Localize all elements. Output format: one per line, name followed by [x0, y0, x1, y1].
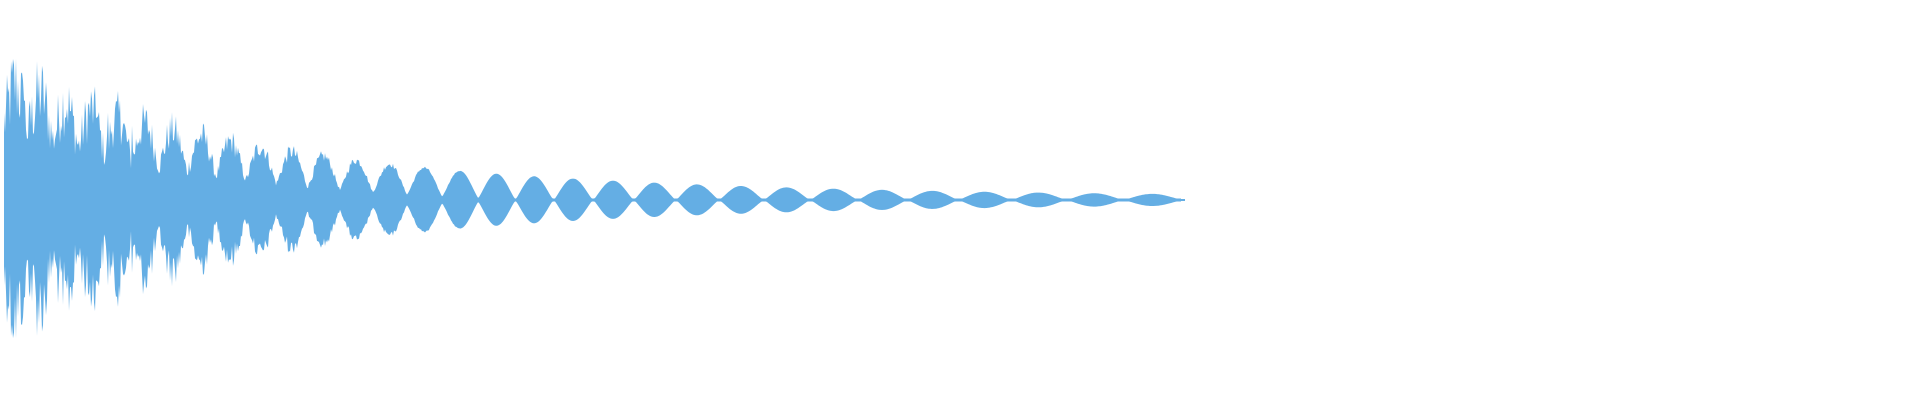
waveform-bars [4, 58, 1185, 339]
waveform-shape [4, 58, 1181, 339]
